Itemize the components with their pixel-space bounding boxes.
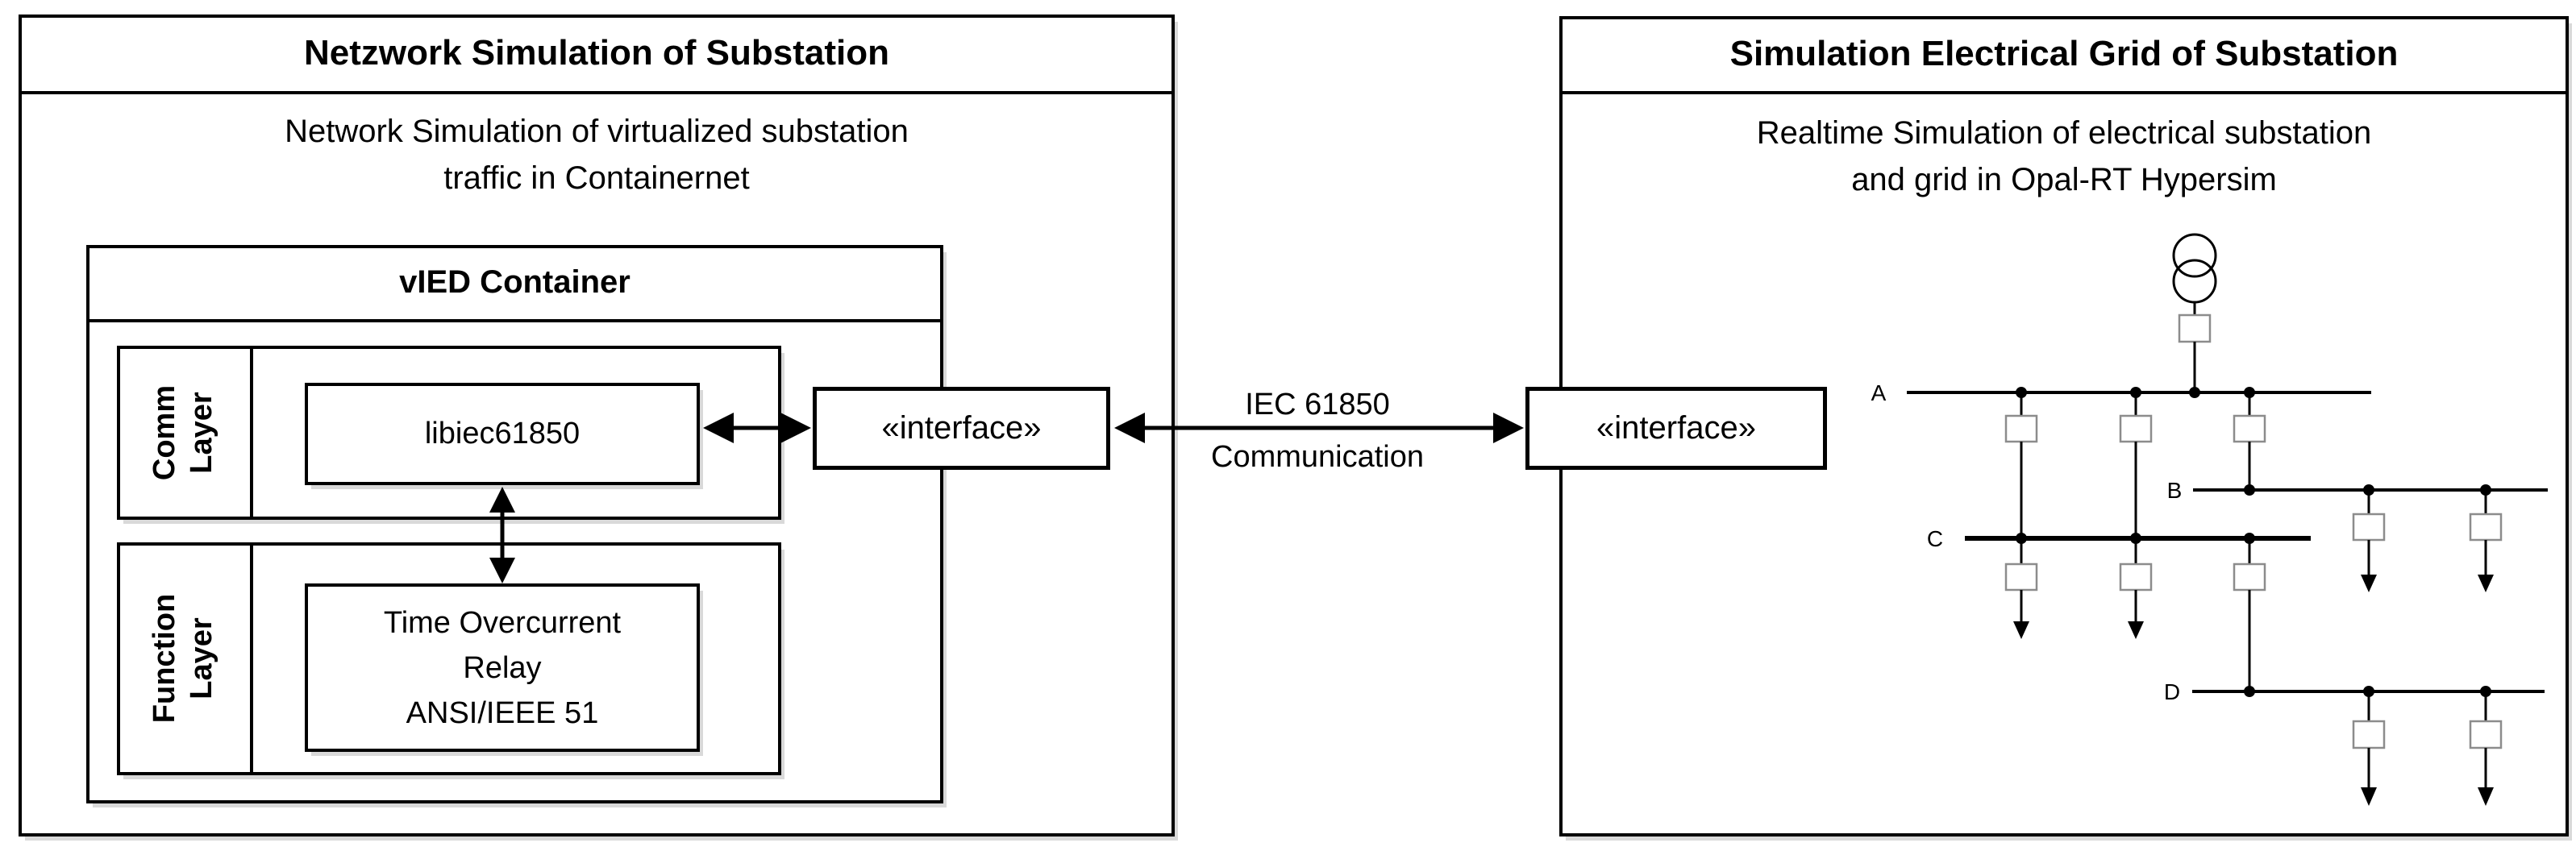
function-layer-label: Function Layer <box>148 593 218 724</box>
network-simulation-panel-title: Netzwork Simulation of Substation <box>303 32 890 73</box>
left-panel-title-separator <box>22 91 1171 94</box>
grid-simulation-panel-subtitle: Realtime Simulation of electrical substa… <box>1756 115 2372 197</box>
comm-layer-label: Comm Layer <box>148 384 218 481</box>
grid-simulation-panel-title: Simulation Electrical Grid of Substation <box>1729 33 2399 73</box>
network-simulation-panel-subtitle: Network Simulation of virtualized substa… <box>285 114 909 196</box>
relay-box: Time Overcurrent Relay ANSI/IEEE 51 <box>305 583 700 752</box>
comm-layer-divider <box>250 346 253 520</box>
communication-label: Communication <box>1211 440 1424 474</box>
vied-container-title: vIED Container <box>399 264 630 300</box>
libiec61850-box: libiec61850 <box>305 383 700 485</box>
function-layer-divider <box>250 542 253 775</box>
iec61850-label: IEC 61850 <box>1245 388 1390 421</box>
interface-box-right: «interface» <box>1525 387 1827 470</box>
right-panel-title-separator <box>1563 91 2566 94</box>
interface-box-left: «interface» <box>813 387 1110 470</box>
vied-title-separator <box>89 319 940 322</box>
